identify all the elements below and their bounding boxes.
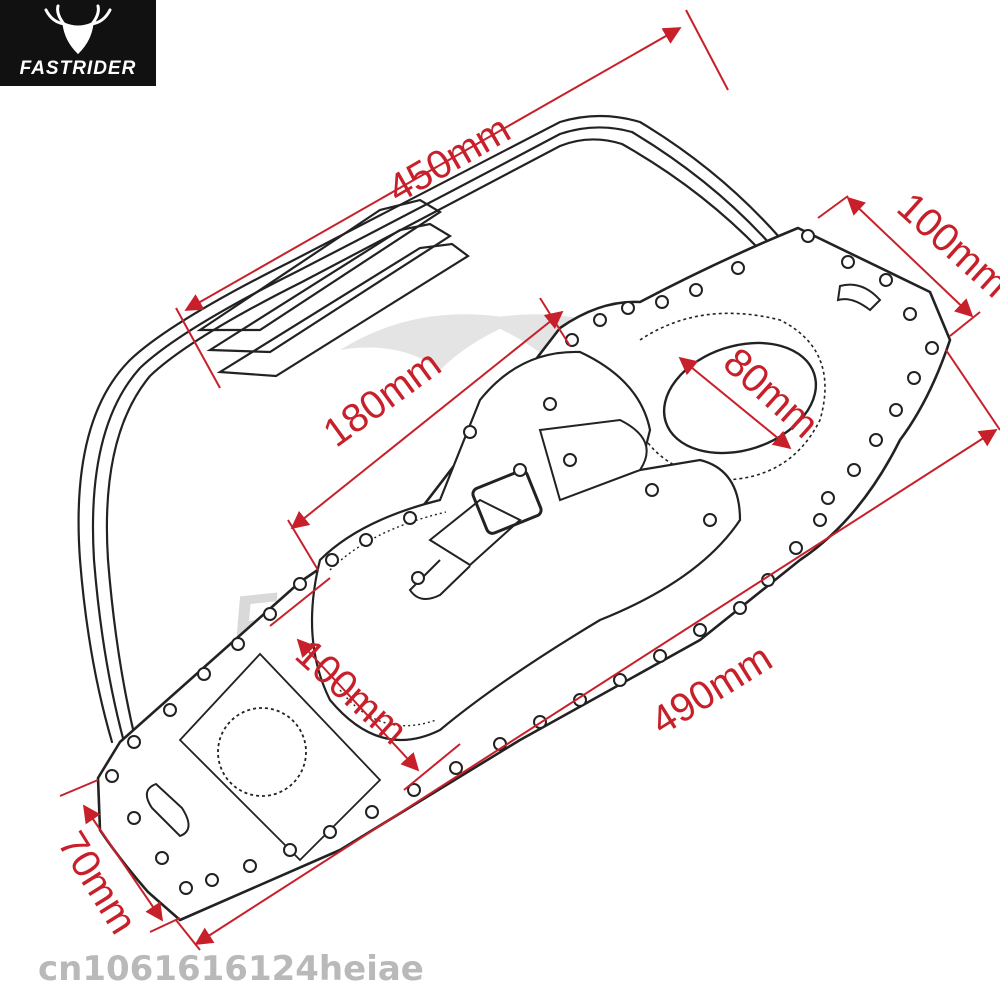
dimension-lines bbox=[59, 9, 1000, 951]
brand-logo: FASTRIDER bbox=[0, 0, 156, 86]
seat-slot bbox=[145, 782, 190, 838]
seller-id-watermark: cn1061616124heiae bbox=[38, 949, 424, 989]
dim-overall-strap-label: 450mm bbox=[380, 107, 518, 212]
brand-logo-text: FASTRIDER bbox=[19, 58, 137, 79]
dim-pouch-length-label: 180mm bbox=[315, 342, 449, 456]
deer-head-icon bbox=[44, 4, 112, 55]
